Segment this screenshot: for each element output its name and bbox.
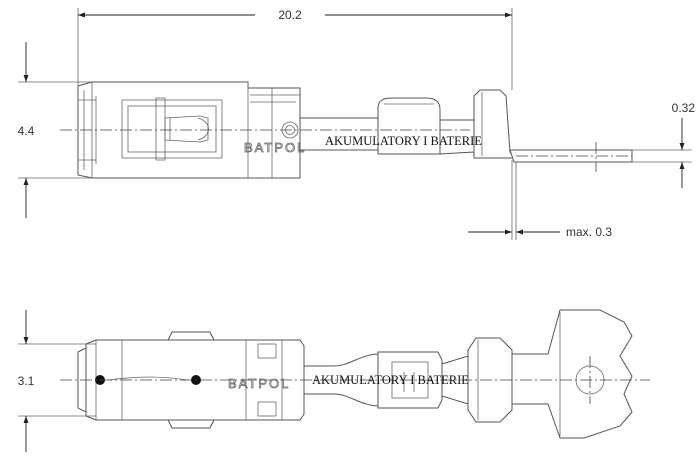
watermark-brand-bottom: BATPOL bbox=[228, 376, 290, 391]
overall-length-label: 20.2 bbox=[278, 8, 302, 22]
watermark-bottom: BATPOL AKUMULATORY I BATERIE bbox=[228, 373, 470, 391]
top-view bbox=[60, 81, 633, 179]
dimension-tolerance: max. 0.3 bbox=[468, 160, 612, 240]
dimension-overall-length: 20.2 bbox=[77, 8, 513, 90]
tolerance-label: max. 0.3 bbox=[566, 225, 612, 239]
top-height-label: 4.4 bbox=[18, 124, 35, 138]
watermark-text-top: AKUMULATORY I BATERIE bbox=[325, 134, 482, 148]
dimension-thickness: 0.32 bbox=[632, 101, 695, 188]
bottom-view bbox=[60, 309, 650, 439]
dimension-bottom-height: 3.1 bbox=[18, 310, 96, 452]
thickness-label: 0.32 bbox=[672, 101, 696, 115]
bottom-height-label: 3.1 bbox=[18, 374, 35, 388]
watermark-text-bottom: AKUMULATORY I BATERIE bbox=[312, 373, 469, 387]
watermark-top: BATPOL AKUMULATORY I BATERIE bbox=[244, 134, 483, 155]
dimension-top-height: 4.4 bbox=[18, 42, 92, 218]
watermark-brand-top: BATPOL bbox=[244, 140, 306, 155]
